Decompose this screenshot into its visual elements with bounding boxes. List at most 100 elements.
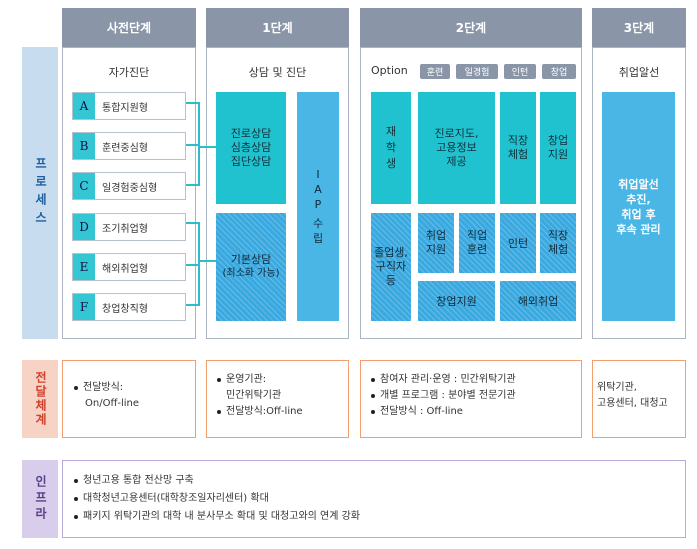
- option-chip-work-exp: 일경험: [456, 64, 498, 79]
- side-label-process: 프로세스: [22, 47, 58, 339]
- type-label: 훈련중심형: [102, 142, 148, 154]
- s2-subtitle: Option: [371, 64, 408, 77]
- jobexp2-line: 체험: [547, 243, 569, 256]
- iap-letter: I: [316, 168, 320, 181]
- delivery-bullet: 운영기관:: [217, 372, 348, 388]
- graduates-line: 구직자: [375, 260, 407, 273]
- s1-subtitle: 상담 및 진단: [248, 66, 307, 79]
- job-placement-box: 취업알선 추진, 취업 후 후속 관리: [602, 92, 675, 321]
- s3-subtitle: 취업알선: [618, 66, 660, 79]
- type-letter: D: [73, 214, 95, 240]
- delivery-text: 전달방식:Off-line: [226, 406, 303, 417]
- infra-text: 대학청년고용센터(대학창조일자리센터) 확대: [83, 493, 269, 504]
- header-stage2: 2단계: [360, 8, 582, 47]
- delivery-text: 운영기관:: [226, 374, 267, 385]
- delivery-text: 위탁기관,: [597, 382, 637, 393]
- basic-counsel-box: 기본상담 (최소화 가능): [216, 213, 286, 321]
- delivery-bullet: 전달방식:Off-line: [217, 404, 348, 420]
- career-guidance-box: 진로지도, 고용정보 제공: [418, 92, 495, 204]
- delivery-bullet: 개별 프로그램 : 분야별 전문기관: [371, 388, 581, 404]
- startup-line: 지원: [547, 148, 569, 161]
- process-label: 프로세스: [33, 157, 48, 229]
- infra-text: 청년고용 통합 전산망 구축: [83, 475, 194, 486]
- employ-line: 취업: [425, 229, 447, 242]
- type-label: 조기취업형: [102, 223, 148, 235]
- infra-label: 인프라: [33, 475, 48, 523]
- type-box-b: B 훈련중심형: [72, 132, 186, 160]
- infra-item: 청년고용 통합 전산망 구축: [74, 472, 685, 490]
- delivery-text: 참여자 관리·운영 : 민간위탁기관: [380, 374, 516, 385]
- type-box-a: A 통합지원형: [72, 92, 186, 120]
- connector-e: [186, 264, 200, 266]
- employ-line: 지원: [425, 243, 447, 256]
- type-label: 창업창직형: [102, 303, 148, 315]
- header-s3-text: 3단계: [623, 21, 655, 35]
- counsel-line: 진로상담: [230, 127, 272, 140]
- enrolled-char: 학: [385, 141, 397, 154]
- connector-to-counsel: [198, 146, 216, 148]
- type-letter: B: [73, 133, 95, 159]
- infra-item: 대학청년고용센터(대학창조일자리센터) 확대: [74, 490, 685, 508]
- jobexp-line: 체험: [507, 148, 529, 161]
- delivery-label: 전달체계: [33, 371, 48, 427]
- type-label: 일경험중심형: [102, 182, 158, 194]
- iap-box: I A P 수 립: [297, 92, 339, 321]
- delivery-text: On/Off-line: [85, 398, 139, 409]
- training-line: 훈련: [466, 243, 488, 256]
- startup2-label: 창업지원: [436, 294, 477, 308]
- header-stage1: 1단계: [206, 8, 349, 47]
- bullet-icon: [371, 394, 375, 398]
- job-training-box: 직업 훈련: [459, 213, 495, 273]
- connector-f: [186, 304, 200, 306]
- side-label-delivery: 전달체계: [22, 360, 58, 438]
- overseas-employment-box: 해외취업: [500, 281, 576, 321]
- type-letter: A: [73, 93, 95, 119]
- bullet-icon: [371, 378, 375, 382]
- pre-subtitle: 자가진단: [108, 66, 150, 79]
- iap-letter: 립: [312, 232, 324, 245]
- bullet-icon: [74, 497, 78, 501]
- intern-label: 인턴: [507, 236, 529, 250]
- placement-line: 후속 관리: [616, 222, 661, 236]
- bullet-icon: [74, 479, 78, 483]
- option-chip-intern: 인턴: [504, 64, 536, 79]
- delivery-bullet: 전달방식:: [74, 380, 195, 396]
- infra-box: 청년고용 통합 전산망 구축 대학청년고용센터(대학창조일자리센터) 확대 패키…: [62, 460, 686, 538]
- graduates-line: 졸업생,: [374, 246, 408, 259]
- delivery-stage2: 참여자 관리·운영 : 민간위탁기관 개별 프로그램 : 분야별 전문기관 전달…: [360, 360, 582, 438]
- option-chip-training: 훈련: [420, 64, 450, 79]
- option-chip-startup: 창업: [542, 64, 576, 79]
- graduates-box: 졸업생, 구직자 등: [371, 213, 411, 321]
- jobexp-line: 직장: [507, 134, 529, 147]
- placement-line: 취업 후: [621, 207, 656, 221]
- overseas-label: 해외취업: [517, 294, 559, 308]
- iap-letter: P: [314, 198, 322, 211]
- bullet-icon: [371, 410, 375, 414]
- type-label: 해외취업형: [102, 263, 148, 275]
- header-s2-text: 2단계: [455, 21, 487, 35]
- career-line: 제공: [446, 155, 467, 168]
- header-pre-text: 사전단계: [106, 21, 152, 35]
- jobexp2-line: 직장: [547, 229, 569, 242]
- type-label: 통합지원형: [102, 102, 148, 114]
- type-box-c: C 일경험중심형: [72, 172, 186, 200]
- header-stage3: 3단계: [592, 8, 686, 47]
- delivery-text: 민간위탁기관: [226, 390, 282, 401]
- placement-line: 취업알선: [618, 177, 659, 191]
- type-box-e: E 해외취업형: [72, 253, 186, 281]
- type-letter: F: [73, 294, 95, 320]
- type-letter: E: [73, 254, 95, 280]
- type-box-d: D 조기취업형: [72, 213, 186, 241]
- header-pre-stage: 사전단계: [62, 8, 196, 47]
- startup-support-top-box: 창업 지원: [540, 92, 576, 204]
- delivery-bullet: 전달방식 : Off-line: [371, 404, 581, 420]
- delivery-stage1: 운영기관: 민간위탁기관 전달방식:Off-line: [206, 360, 349, 438]
- type-letter: C: [73, 173, 95, 199]
- type-box-f: F 창업창직형: [72, 293, 186, 321]
- job-experience-top-box: 직장 체험: [500, 92, 536, 204]
- enrolled-char: 생: [385, 157, 397, 170]
- connector-c: [186, 184, 200, 186]
- connector-d: [186, 222, 200, 224]
- connector-to-basic: [198, 260, 216, 262]
- infra-item: 패키지 위탁기관의 대학 내 분사무소 확대 및 대청고와의 연계 강화: [74, 508, 685, 526]
